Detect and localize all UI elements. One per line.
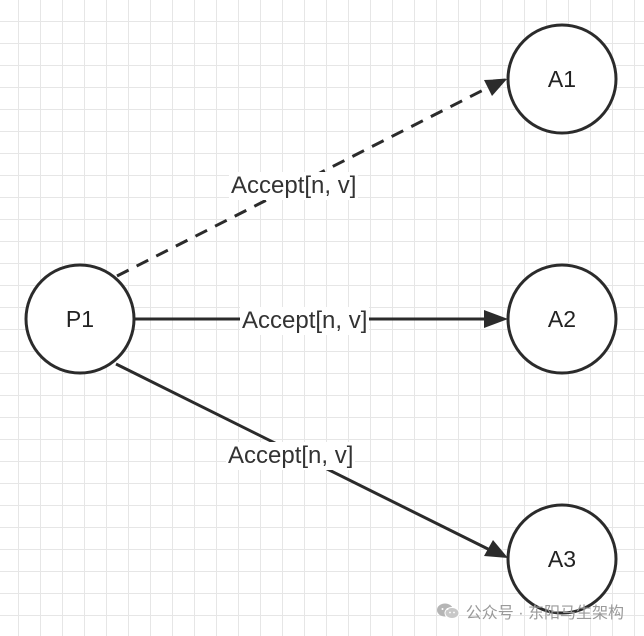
edge-p1-a1-arrowhead: [484, 79, 507, 96]
node-a2[interactable]: [506, 263, 618, 375]
watermark-text: 公众号 · 东阳马生架构: [465, 605, 624, 622]
edge-label-p1-a1: Accept[n, v]: [229, 172, 359, 200]
node-p1[interactable]: [24, 263, 136, 375]
edge-p1-a1: [116, 77, 506, 278]
node-a3[interactable]: [506, 503, 618, 615]
wechat-icon: [436, 602, 460, 620]
edge-label-p1-a2: Accept[n, v]: [240, 307, 370, 335]
node-a1-label: A1: [547, 66, 577, 92]
edge-label-p1-a3: Accept[n, v]: [226, 442, 356, 470]
edge-p1-a2-arrowhead: [484, 310, 508, 328]
node-a2-label: A2: [547, 306, 577, 332]
node-p1-label: P1: [65, 306, 95, 332]
watermark: 公众号 · 东阳马生架构: [436, 599, 624, 623]
node-a1[interactable]: [506, 23, 618, 135]
node-a3-label: A3: [547, 546, 577, 572]
edge-p1-a3-arrowhead: [484, 540, 508, 558]
